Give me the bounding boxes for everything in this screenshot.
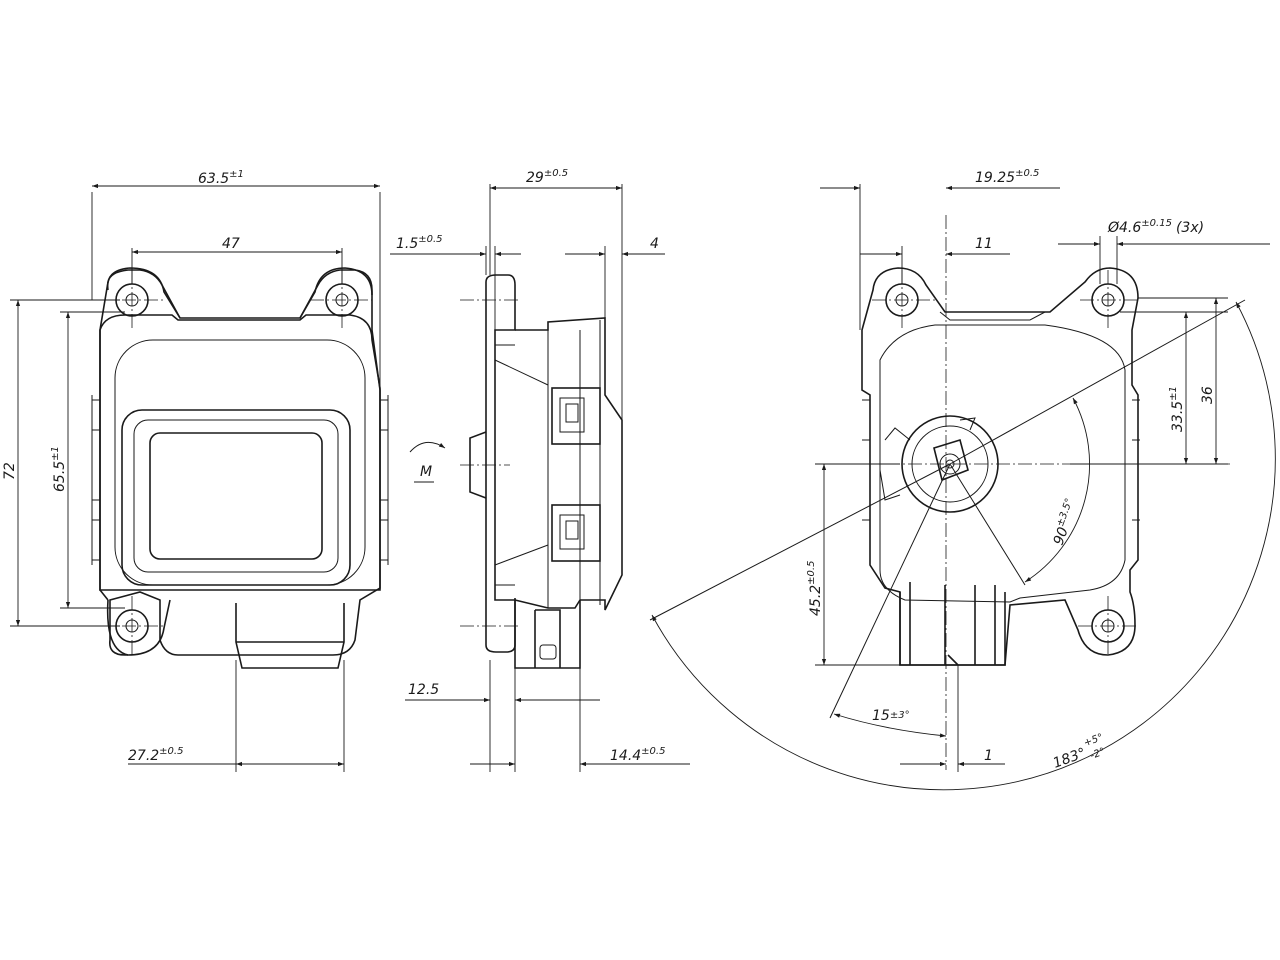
side-bottom-extension (489, 660, 581, 772)
rear-shaft-x-label: 19.25±0.5 (975, 168, 1039, 186)
front-width-extension (91, 192, 381, 390)
side-connector-label: 12.5 (408, 682, 439, 698)
rear-hole-dia-extension (1099, 236, 1118, 284)
rear-angle-rays (649, 299, 1246, 719)
side-body (514, 317, 623, 611)
rear-start-angle-arc (833, 713, 947, 738)
front-hole-y-extension (60, 311, 125, 609)
rear-body-inner (879, 324, 1126, 603)
side-clip-top (551, 387, 601, 445)
rear-start-angle-label: 15±3° (872, 708, 910, 724)
side-body-verticals (547, 320, 601, 608)
front-height-extension (10, 299, 120, 627)
front-left-ear (106, 267, 181, 319)
front-side-notches (92, 399, 388, 561)
side-clip-bottom (551, 504, 601, 562)
rear-small-label: 1 (984, 748, 993, 764)
rear-y-extension (1070, 297, 1228, 465)
side-body-lines (494, 344, 549, 586)
side-depth-label: 29±0.5 (526, 168, 568, 186)
rear-housing-outline (861, 267, 1139, 666)
rear-view: 19.25±0.5 11 Ø4.6±0.15(3x) 33.5±1 36 90±… (649, 168, 1276, 791)
side-flange (485, 274, 516, 653)
front-connector-extension (235, 660, 345, 772)
side-flange-label: 1.5±0.5 (396, 234, 443, 252)
side-motor-label: M (420, 464, 432, 480)
rear-hole-y-label: 33.5±1 (1168, 386, 1186, 432)
front-hole-y-label: 65.5±1 (50, 446, 68, 492)
front-view: 63.5±1 47 72 65.5±1 27.2±0.5 (2, 169, 389, 772)
rear-notches (862, 311, 1140, 521)
side-view: M 29±0.5 1.5±0.5 4 12.5 14.4±0.5 (390, 168, 690, 772)
rear-bottom-extension (815, 463, 905, 666)
side-flange-extension (485, 246, 496, 330)
side-shaft-label: 14.4±0.5 (610, 746, 665, 764)
rear-total-angle-label: 183°+5°-2° (1049, 732, 1110, 774)
front-label-mid (133, 419, 339, 573)
front-body-outline (99, 314, 381, 591)
front-hole-spacing-label: 47 (222, 236, 240, 252)
front-height-label: 72 (2, 462, 18, 480)
rear-hole-x-label: 11 (975, 236, 993, 252)
rear-bottom-label: 45.2±0.5 (806, 561, 824, 616)
front-body-panel (114, 339, 366, 586)
side-centerlines (460, 299, 520, 627)
side-motor-arrow (409, 441, 446, 453)
front-label-window (149, 432, 323, 560)
front-label-outer (121, 409, 351, 586)
rear-rotation-arc (1024, 397, 1090, 583)
front-side-ribs (91, 395, 389, 565)
front-hole-spacing-extension (131, 248, 343, 284)
front-width-label: 63.5±1 (198, 169, 244, 187)
side-rear-label: 4 (650, 236, 659, 252)
side-connector-latch (539, 644, 557, 660)
rear-connector (899, 582, 1006, 666)
rear-overall-y-label: 36 (1200, 386, 1216, 404)
rear-total-arc (651, 301, 1276, 791)
rear-hole-dia-label: Ø4.6±0.15(3x) (1107, 218, 1204, 236)
side-depth-extension (489, 184, 623, 420)
front-centerlines (100, 270, 372, 656)
side-connector (514, 598, 581, 669)
front-connector (235, 603, 345, 669)
front-connector-label: 27.2±0.5 (128, 746, 183, 764)
front-right-ear (299, 267, 373, 319)
